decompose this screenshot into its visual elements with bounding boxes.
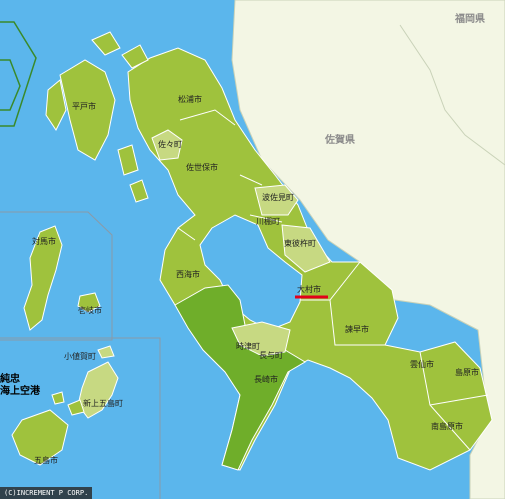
northern-islet — [91, 31, 121, 56]
omura-bay — [199, 214, 303, 331]
saga-prefecture-land — [231, 0, 505, 499]
city-label-minamishimabara[interactable]: 南島原市 — [431, 422, 463, 431]
city-label-nagasaki[interactable]: 長崎市 — [254, 375, 278, 384]
higashisonogi-town-area — [281, 224, 331, 273]
goto-islet — [67, 399, 85, 416]
city-label-omura[interactable]: 大村市 — [297, 285, 321, 294]
arrow-icon — [0, 21, 37, 127]
city-label-higashisonogi[interactable]: 東彼杵町 — [284, 239, 316, 248]
hasami-town-area — [254, 184, 299, 216]
iki-island — [77, 292, 101, 313]
city-label-isahaya[interactable]: 諫早市 — [345, 325, 369, 334]
tsushima-island — [23, 225, 63, 331]
hirado-island — [59, 59, 116, 161]
nagasaki-city-area — [174, 284, 306, 471]
city-label-ojika[interactable]: 小値賀町 — [64, 352, 96, 361]
city-label-matsuura[interactable]: 松浦市 — [178, 95, 202, 104]
goto-fukue-island — [11, 409, 69, 466]
city-label-shimabara[interactable]: 島原市 — [455, 368, 479, 377]
city-label-hirado[interactable]: 平戸市 — [72, 102, 96, 111]
city-label-saza[interactable]: 佐々町 — [158, 140, 182, 149]
city-label-tsushima[interactable]: 対馬市 — [32, 237, 56, 246]
ojika-islet — [97, 345, 115, 359]
city-label-nagayo[interactable]: 長与町 — [259, 351, 283, 360]
city-label-shinkamigoto[interactable]: 新上五島町 — [83, 399, 123, 408]
city-label-kawatana[interactable]: 川棚町 — [256, 217, 280, 226]
municipal-borders — [177, 109, 489, 451]
annotation-line-1: 純忠 — [0, 374, 20, 385]
city-label-saikai[interactable]: 西海市 — [176, 270, 200, 279]
tsushima-iki-inset-frame — [0, 211, 113, 341]
arrow-icon — [0, 59, 21, 111]
goto-inset-frame — [0, 337, 161, 499]
city-label-unzen[interactable]: 雲仙市 — [410, 360, 434, 369]
prefecture-label-fukuoka: 福岡県 — [455, 14, 485, 25]
copyright-notice: (C)INCREMENT P CORP. — [0, 487, 93, 499]
annotation-line-2: 海上空港 — [0, 386, 40, 397]
prefecture-border — [399, 24, 505, 166]
goto-islet — [51, 391, 65, 405]
saza-town-area — [151, 129, 183, 161]
sasebo-coast-islet — [117, 144, 139, 176]
annotation: 純忠 海上空港 — [0, 374, 40, 398]
city-label-iki[interactable]: 壱岐市 — [78, 306, 102, 315]
ikitsuki-island — [45, 79, 67, 131]
togitsu-nagayo-area — [231, 321, 291, 357]
city-label-togitsu[interactable]: 時津町 — [236, 342, 260, 351]
prefecture-label-saga: 佐賀県 — [325, 135, 355, 146]
city-label-sasebo[interactable]: 佐世保市 — [186, 163, 218, 172]
sasebo-coast-islet — [129, 179, 149, 203]
city-label-hasami[interactable]: 波佐見町 — [262, 193, 294, 202]
city-label-goto[interactable]: 五島市 — [34, 456, 58, 465]
nakadori-island — [77, 361, 119, 419]
northern-islet — [121, 44, 149, 69]
